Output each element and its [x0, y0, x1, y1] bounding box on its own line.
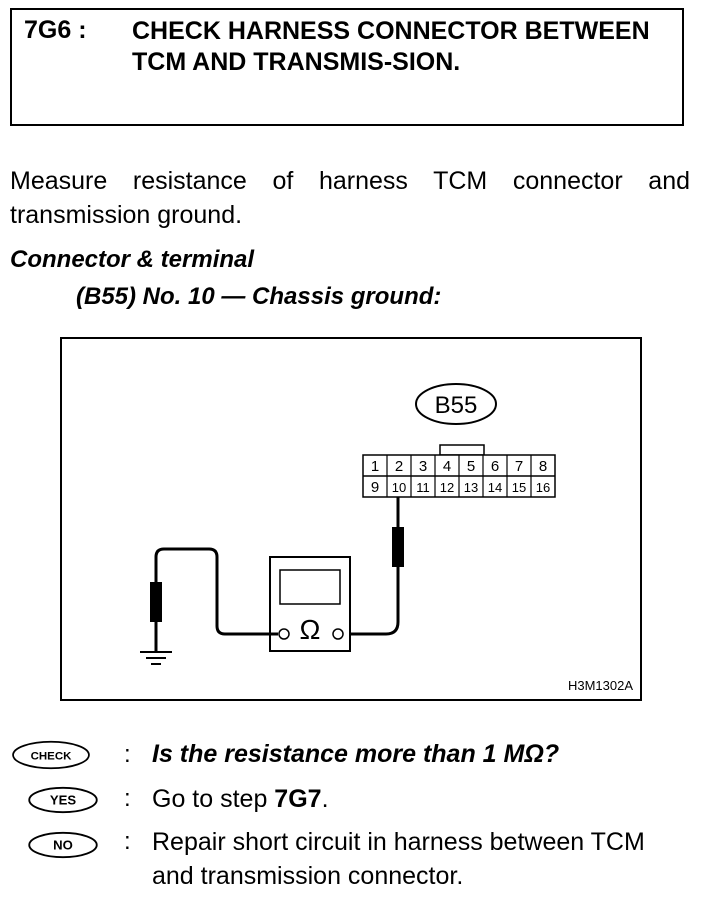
terminal-5: 5 — [467, 458, 475, 475]
terminal-6: 6 — [491, 458, 499, 475]
terminal-1: 1 — [371, 458, 379, 475]
terminal-16: 16 — [536, 480, 550, 495]
terminal-2: 2 — [395, 458, 403, 475]
terminal-11: 11 — [416, 480, 430, 495]
terminal-9: 9 — [371, 479, 379, 496]
terminal-10: 10 — [392, 480, 406, 495]
yes-badge: YES — [28, 786, 98, 814]
yes-suffix: . — [321, 785, 329, 813]
connector-heading: Connector & terminal — [10, 246, 255, 273]
ohm-symbol: Ω — [300, 614, 321, 645]
no-badge: NO — [28, 831, 98, 859]
yes-step-link: 7G7 — [274, 785, 322, 813]
terminal-3: 3 — [419, 458, 427, 475]
ground-icon — [140, 651, 172, 665]
no-answer: Repair short circuit in harness between … — [152, 828, 645, 890]
step-id: 7G6 : — [24, 16, 87, 44]
terminal-14: 14 — [488, 480, 502, 495]
no-separator: : — [124, 828, 131, 855]
terminal-12: 12 — [440, 480, 454, 495]
check-badge: CHECK — [12, 740, 90, 770]
terminal-4: 4 — [443, 458, 451, 475]
svg-text:NO: NO — [53, 838, 73, 853]
step-header-box: 7G6 : CHECK HARNESS CONNECTOR BETWEEN TC… — [10, 8, 684, 126]
connector-label-oval — [415, 383, 497, 425]
terminal-7: 7 — [515, 458, 523, 475]
instruction-text: Measure resistance of harness TCM connec… — [10, 167, 690, 229]
ohmmeter: Ω — [269, 556, 351, 652]
yes-answer: Go to step 7G7. — [152, 782, 329, 816]
probe-right — [392, 527, 404, 567]
check-separator: : — [124, 741, 131, 768]
yes-prefix: Go to step — [152, 785, 275, 813]
svg-text:YES: YES — [50, 793, 76, 808]
probe-left — [150, 582, 162, 622]
connector-detail: (B55) No. 10 — Chassis ground: — [76, 283, 442, 310]
terminal-8: 8 — [539, 458, 547, 475]
svg-text:CHECK: CHECK — [31, 750, 72, 762]
check-question: Is the resistance more than 1 MΩ? — [152, 740, 560, 768]
terminal-13: 13 — [464, 480, 478, 495]
terminal-15: 15 — [512, 480, 526, 495]
yes-separator: : — [124, 785, 131, 812]
connector-label: B55 — [435, 392, 478, 419]
step-title: CHECK HARNESS CONNECTOR BETWEEN TCM AND … — [132, 17, 650, 76]
figure-code: H3M1302A — [568, 678, 633, 693]
